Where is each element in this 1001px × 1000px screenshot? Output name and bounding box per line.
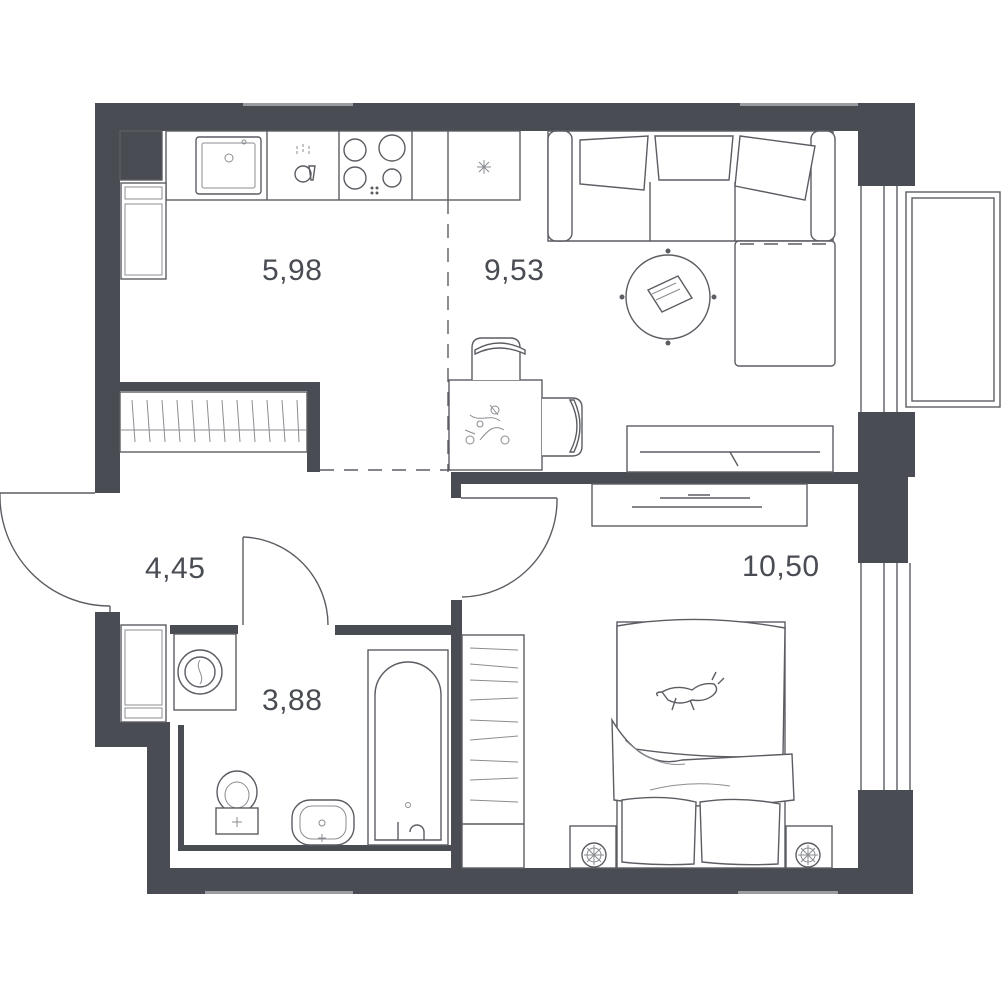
fridge-icon (477, 160, 491, 174)
hob-icon (343, 134, 406, 195)
hall-area-label: 4,45 (145, 552, 206, 585)
walls (95, 103, 915, 894)
living-area-label: 9,53 (484, 254, 545, 287)
kitchen-area-label: 5,98 (262, 254, 323, 287)
windows (205, 103, 911, 894)
dishwasher-icon (294, 144, 316, 183)
hall-doors (0, 492, 558, 723)
bedroom-furniture (461, 483, 833, 869)
balcony (905, 191, 1001, 408)
kitchen-furniture (120, 130, 521, 280)
cat-icon (655, 671, 725, 711)
bathroom-fixtures (173, 633, 449, 846)
bedroom-area-label: 10,50 (742, 550, 820, 583)
bathroom-area-label: 3,88 (262, 684, 323, 717)
wardrobe (119, 391, 308, 453)
living-furniture (448, 130, 836, 473)
